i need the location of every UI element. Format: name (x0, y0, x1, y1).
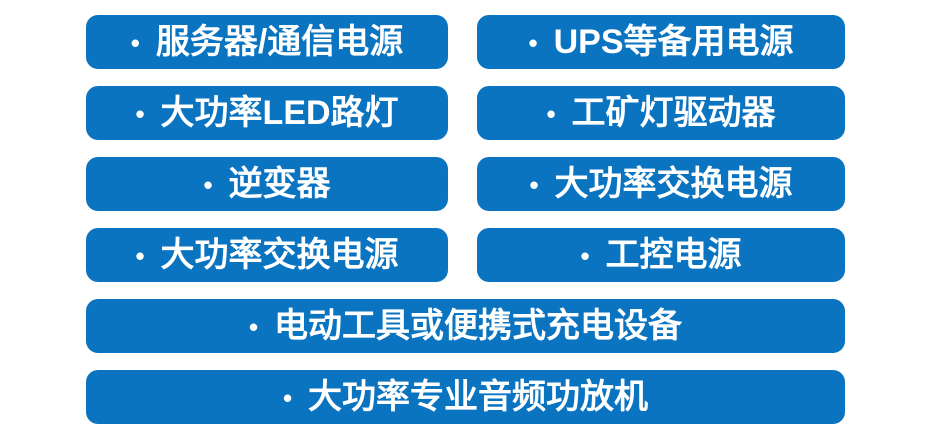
bullet-icon: • (529, 170, 539, 200)
bullet-icon: • (580, 241, 590, 271)
bullet-icon: • (135, 99, 145, 129)
tag-label: 工控电源 (605, 236, 742, 274)
tag-label: 电动工具或便携式充电设备 (274, 307, 683, 345)
tag-inverter: • 逆变器 (86, 157, 448, 211)
bullet-icon: • (528, 28, 538, 58)
bullet-icon: • (282, 383, 293, 413)
tag-pro-audio-amplifier: • 大功率专业音频功放机 (86, 370, 845, 424)
bullet-icon: • (546, 99, 556, 129)
tag-label: 大功率专业音频功放机 (308, 378, 649, 416)
tag-server-comm-power: • 服务器/通信电源 (86, 15, 448, 69)
tag-ups-backup-power: • UPS等备用电源 (477, 15, 845, 69)
tag-label: 服务器/通信电源 (155, 23, 404, 61)
tag-label: 大功率LED路灯 (160, 94, 399, 132)
tag-high-power-switching-power-left: • 大功率交换电源 (86, 228, 448, 282)
tag-label: 工矿灯驱动器 (571, 94, 776, 132)
tag-label: 逆变器 (228, 165, 331, 203)
bullet-icon: • (203, 170, 213, 200)
tag-label: 大功率交换电源 (160, 236, 399, 274)
bullet-icon: • (130, 28, 140, 58)
tag-grid: • 服务器/通信电源 • UPS等备用电源 • 大功率LED路灯 • 工矿灯驱动… (86, 15, 845, 424)
bullet-icon: • (135, 241, 145, 271)
tag-power-tools-portable-charging: • 电动工具或便携式充电设备 (86, 299, 845, 353)
tag-high-power-switching-power-right: • 大功率交换电源 (477, 157, 845, 211)
tag-high-power-led-streetlight: • 大功率LED路灯 (86, 86, 448, 140)
tag-mining-lamp-driver: • 工矿灯驱动器 (477, 86, 845, 140)
tag-label: UPS等备用电源 (553, 23, 794, 61)
tag-label: 大功率交换电源 (554, 165, 793, 203)
tag-industrial-control-power: • 工控电源 (477, 228, 845, 282)
bullet-icon: • (248, 312, 259, 342)
